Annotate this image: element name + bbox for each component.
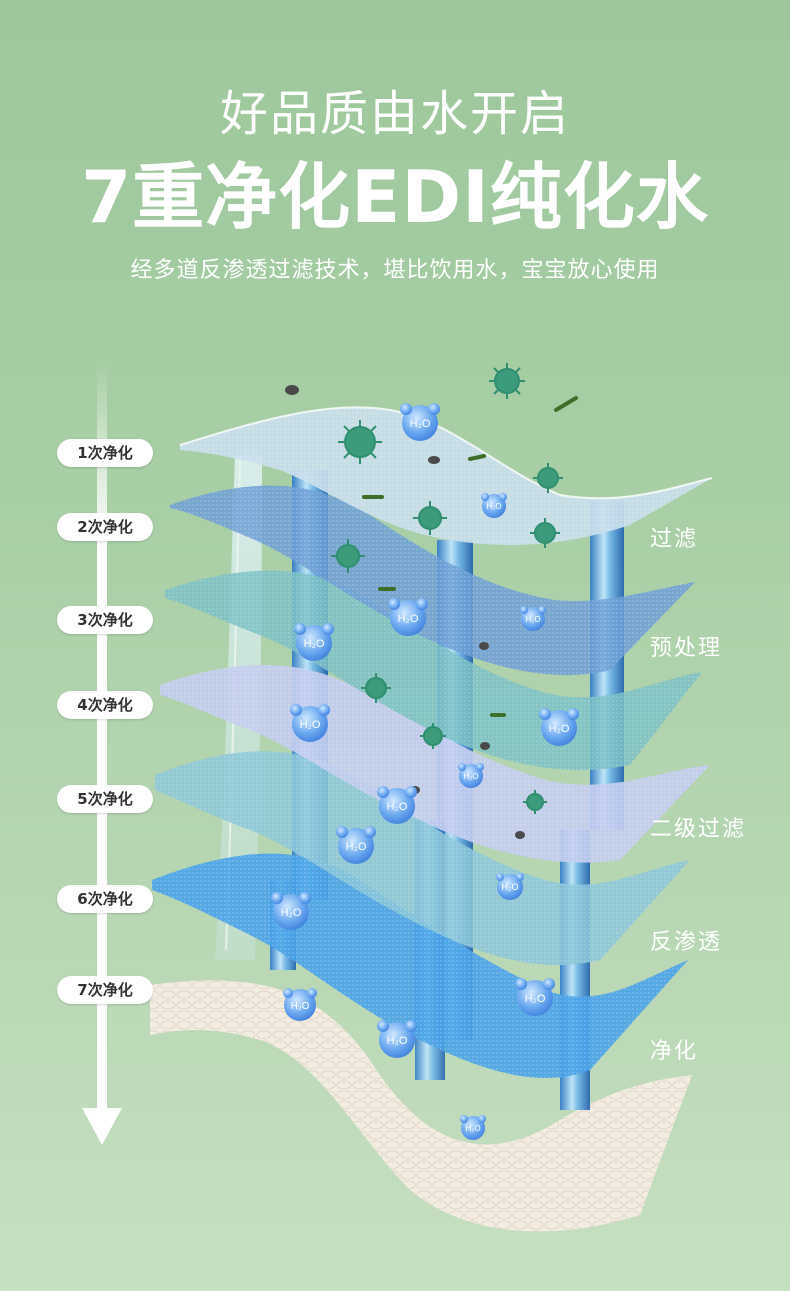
svg-text:H₂O: H₂O xyxy=(387,1035,408,1047)
step-pill-4: 4次净化 xyxy=(57,691,153,719)
step-pill-2: 2次净化 xyxy=(57,513,153,541)
svg-text:H₂O: H₂O xyxy=(300,719,321,731)
step-pill-6: 6次净化 xyxy=(57,885,153,913)
svg-text:H₂O: H₂O xyxy=(525,993,546,1005)
svg-text:H₂O: H₂O xyxy=(304,638,325,650)
h2o-icon: H₂O xyxy=(458,763,484,788)
h2o-icon: H₂O xyxy=(520,606,546,631)
svg-text:H₂O: H₂O xyxy=(410,418,431,430)
h2o-molecules: H₂O H₂O H₂O H₂O H₂O xyxy=(271,403,579,1140)
virus-icon xyxy=(331,363,563,814)
h2o-icon: H₂O xyxy=(271,892,311,930)
label-purification: 净化 xyxy=(650,1039,699,1064)
h2o-icon: H₂O xyxy=(460,1115,486,1140)
svg-text:H₂O: H₂O xyxy=(398,613,419,625)
h2o-icon: H₂O xyxy=(336,826,376,864)
headline-subtitle: 经多道反渗透过滤技术，堪比饮用水，宝宝放心使用 xyxy=(130,258,660,283)
svg-text:H₂O: H₂O xyxy=(463,772,478,781)
svg-text:H₂O: H₂O xyxy=(387,801,408,813)
step-pill-7: 7次净化 xyxy=(57,976,153,1004)
h2o-icon: H₂O xyxy=(515,978,555,1016)
svg-text:H₂O: H₂O xyxy=(525,615,540,624)
svg-text:H₂O: H₂O xyxy=(346,841,367,853)
h2o-icon: H₂O xyxy=(388,598,428,636)
h2o-icon: H₂O xyxy=(377,786,417,824)
h2o-icon: H₂O xyxy=(496,873,524,900)
h2o-icon: H₂O xyxy=(283,988,317,1021)
h2o-icon: H₂O xyxy=(481,493,507,518)
step-pill-3: 3次净化 xyxy=(57,606,153,634)
label-filter: 过滤 xyxy=(650,527,699,552)
bacteria-icon xyxy=(362,396,578,717)
step-pill-5: 5次净化 xyxy=(57,785,153,813)
svg-text:H₂O: H₂O xyxy=(465,1124,480,1133)
label-pretreatment: 预处理 xyxy=(650,636,723,661)
label-reverse-osmosis: 反渗透 xyxy=(650,930,723,955)
label-secondary-filter: 二级过滤 xyxy=(650,817,747,842)
svg-text:H₂O: H₂O xyxy=(502,882,519,892)
h2o-icon: H₂O xyxy=(400,403,440,441)
step-pill-1: 1次净化 xyxy=(57,439,153,467)
h2o-icon: H₂O xyxy=(290,704,330,742)
svg-text:H₂O: H₂O xyxy=(281,907,302,919)
particle-icon xyxy=(285,385,525,839)
downward-arrow-icon xyxy=(82,360,122,1145)
svg-text:H₂O: H₂O xyxy=(549,723,570,735)
h2o-icon: H₂O xyxy=(539,708,579,746)
headline-primary: 好品质由水开启 xyxy=(219,86,570,142)
svg-text:H₂O: H₂O xyxy=(486,502,501,511)
headline-main: 7重净化EDI纯化水 xyxy=(81,155,709,239)
h2o-icon: H₂O xyxy=(294,623,334,661)
svg-text:H₂O: H₂O xyxy=(291,1001,310,1012)
h2o-icon: H₂O xyxy=(377,1020,417,1058)
